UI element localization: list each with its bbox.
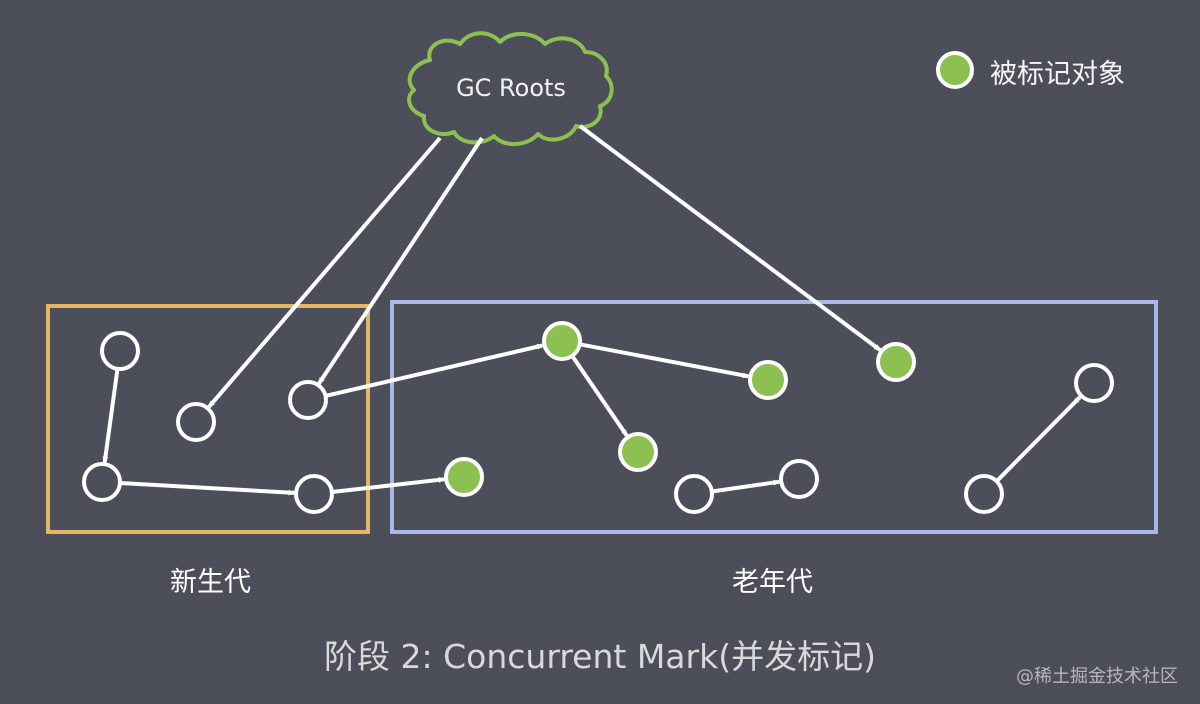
legend-marked-object-icon [936,51,974,89]
watermark: @稀土掘金技术社区 [1016,666,1178,687]
object-o6 [674,474,714,514]
marked-object-o5 [876,342,916,382]
edge-y5-to-o4 [331,476,445,494]
edge-o6-to-o7 [711,479,780,494]
edge-gc-to-y2 [317,136,484,385]
object-y1 [100,331,140,371]
object-o7 [779,459,819,499]
old-generation-box [390,300,1158,534]
young-generation-label: 新生代 [170,567,251,598]
object-y3 [82,462,122,502]
edge-o1-to-o2 [579,342,749,379]
object-y2 [288,380,328,420]
object-y4 [176,402,216,442]
edge-y2-to-o1 [325,343,544,398]
gc-roots-label: GC Roots [456,74,566,102]
legend-label: 被标记对象 [990,59,1125,90]
phase-caption: 阶段 2: Concurrent Mark(并发标记) [324,637,876,676]
edge-o8-to-o9 [995,395,1082,483]
edge-o1-to-o3 [570,354,629,437]
marked-object-o3 [618,432,658,472]
gc-roots-cloud [407,31,614,146]
object-o8 [964,474,1004,514]
edge-y3-to-y5 [119,481,295,496]
marked-object-o2 [748,360,788,400]
object-o9 [1074,363,1114,403]
marked-object-o1 [542,321,582,361]
edge-y1-to-y3 [102,368,120,463]
old-generation-label: 老年代 [732,567,813,598]
reference-edges [102,124,1082,496]
object-y5 [294,474,334,514]
edge-gc-to-y4 [207,136,442,409]
edge-gc-to-o5 [578,124,882,352]
marked-object-o4 [444,457,484,497]
young-generation-box [46,304,370,534]
heap-objects [82,321,1114,514]
